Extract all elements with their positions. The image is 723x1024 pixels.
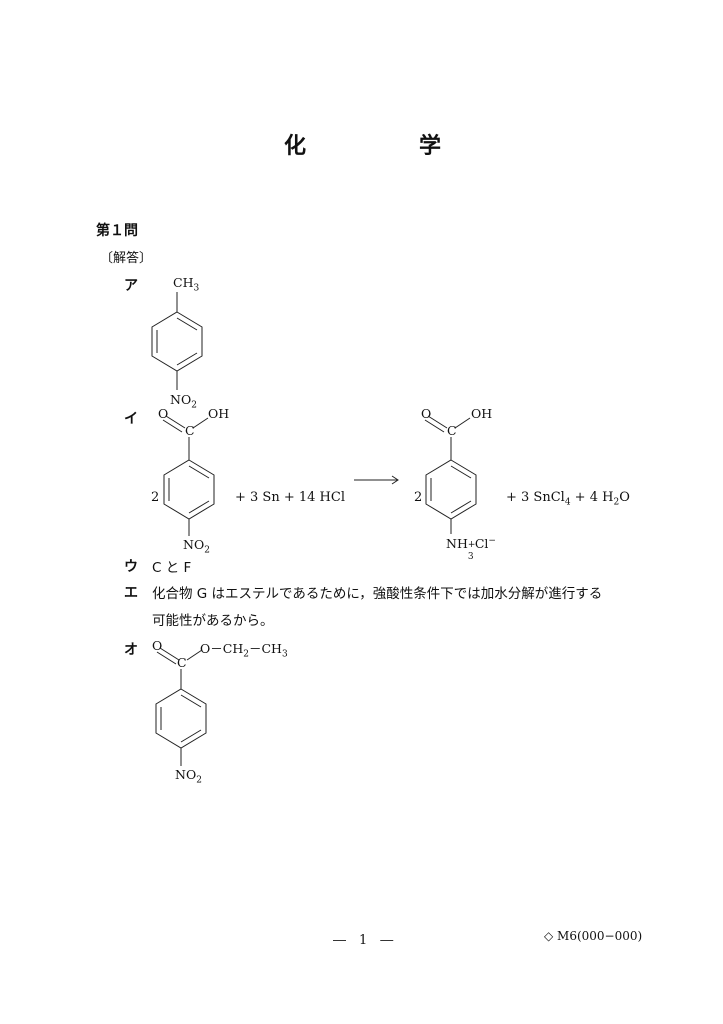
product-carbonyl-o: O: [421, 406, 432, 421]
answer-marker-u: ウ: [124, 559, 138, 575]
answer-marker-e: エ: [124, 585, 138, 601]
ester-carbonyl-o: O: [152, 638, 163, 653]
reaction-arrow: [354, 475, 399, 485]
page-number: ― 1 ―: [333, 933, 394, 948]
answer-marker-o: オ: [124, 642, 138, 658]
answer-marker-a: ア: [124, 278, 138, 294]
ester-carbon: C: [177, 655, 187, 670]
answer-u-text: C と F: [152, 560, 192, 576]
question-heading: 第１問: [96, 223, 138, 239]
nitro-group-a: NO2: [170, 392, 197, 411]
methyl-group: CH3: [173, 275, 200, 294]
reagents: + 3 Sn + 14 HCl: [235, 490, 345, 505]
nitro-group-ester: NO2: [175, 767, 202, 786]
product-carbon: C: [447, 423, 457, 438]
reactant-carbon: C: [185, 423, 195, 438]
answer-marker-i: イ: [124, 411, 138, 427]
reactant-hydroxyl: OH: [208, 406, 230, 421]
title-char-2: 学: [419, 134, 442, 159]
byproducts: + 3 SnCl4 + 4 H2O: [506, 490, 630, 508]
answer-label: 〔解答〕: [100, 251, 153, 266]
benzene-ring-reactant: [162, 415, 215, 536]
title-char-1: 化: [284, 134, 307, 159]
document-code: ◇ M6(000−000): [544, 929, 643, 943]
nitro-group-reactant: NO2: [183, 537, 210, 556]
answer-e-line2: 可能性があるから。: [152, 613, 274, 629]
product-coefficient: 2: [414, 490, 423, 505]
answer-e-line1: 化合物 G はエステルであるために，強酸性条件下では加水分解が進行する: [152, 586, 603, 602]
reactant-coefficient: 2: [151, 490, 160, 505]
product-hydroxyl: OH: [471, 406, 493, 421]
benzene-ring-ester: [155, 647, 207, 766]
benzene-ring-product: [424, 415, 477, 534]
reactant-carbonyl-o: O: [158, 406, 169, 421]
benzene-ring-a: [151, 292, 203, 390]
ester-ether-chain: O－CH2－CH3: [200, 641, 288, 660]
